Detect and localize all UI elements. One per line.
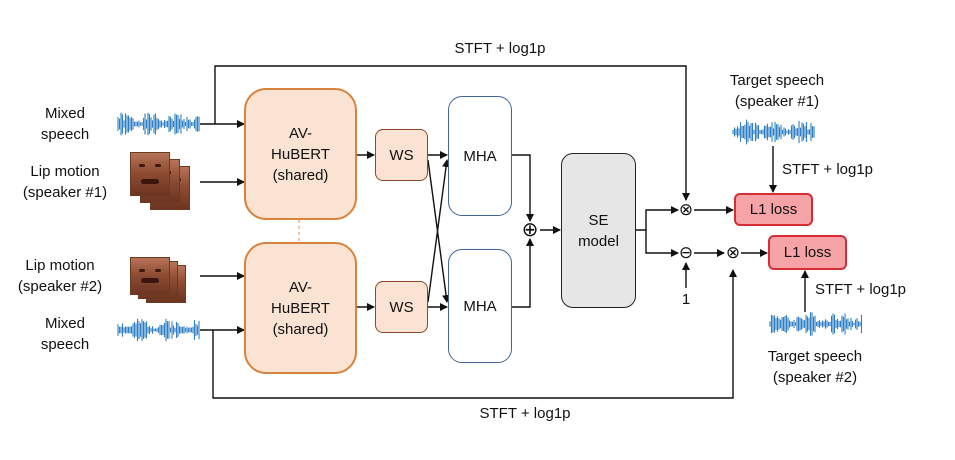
ws-block-bottom: WS [375, 281, 428, 333]
avhubert-block-top: AV- HuBERT (shared) [244, 88, 357, 220]
mixed-speech-label-2: Mixed speech [40, 315, 90, 353]
mha-block-top: MHA [448, 96, 512, 216]
mixed-speech-label-1: Mixed speech [40, 105, 90, 143]
mha-block-bottom: MHA [448, 249, 512, 363]
avhubert-block-bottom: AV- HuBERT (shared) [244, 242, 357, 374]
waveform-icon [769, 312, 863, 336]
se-to-minus [645, 230, 679, 257]
stft-bottom-line [212, 269, 737, 399]
mha-bottom-to-sum [512, 238, 534, 308]
stft-top-line [214, 65, 690, 201]
ws-block-top: WS [375, 129, 428, 181]
stft-label-target2: STFT + log1p [815, 281, 907, 298]
mha-top-to-sum [512, 154, 534, 222]
waveform-icon [732, 119, 815, 145]
face-image-speaker-1 [130, 152, 200, 212]
minus-operator: ⊖ [678, 243, 694, 262]
waveform-icon [117, 318, 200, 342]
stft-label-top: STFT + log1p [454, 40, 546, 57]
multiply-operator-2: ⊗ [725, 243, 741, 262]
target-speech-label-2: Target speech (speaker #2) [767, 348, 863, 386]
waveform-icon [117, 112, 200, 136]
se-to-mult1 [636, 206, 679, 231]
stft-label-target1: STFT + log1p [782, 161, 874, 178]
se-model-block: SE model [561, 153, 636, 308]
ws-bottom-to-mha-top [427, 159, 451, 303]
lip-motion-label-2: Lip motion (speaker #2) [17, 257, 103, 295]
multiply-operator-1: ⊗ [678, 200, 694, 219]
constant-one: 1 [681, 291, 691, 308]
stft-label-bottom: STFT + log1p [479, 405, 571, 422]
face-image-speaker-2 [130, 257, 190, 305]
sum-operator: ⊕ [521, 219, 539, 241]
lip-motion-label-1: Lip motion (speaker #1) [22, 163, 108, 201]
l1-loss-block-1: L1 loss [734, 193, 813, 226]
target-speech-label-1: Target speech (speaker #1) [729, 72, 825, 110]
l1-loss-block-2: L1 loss [768, 235, 847, 270]
